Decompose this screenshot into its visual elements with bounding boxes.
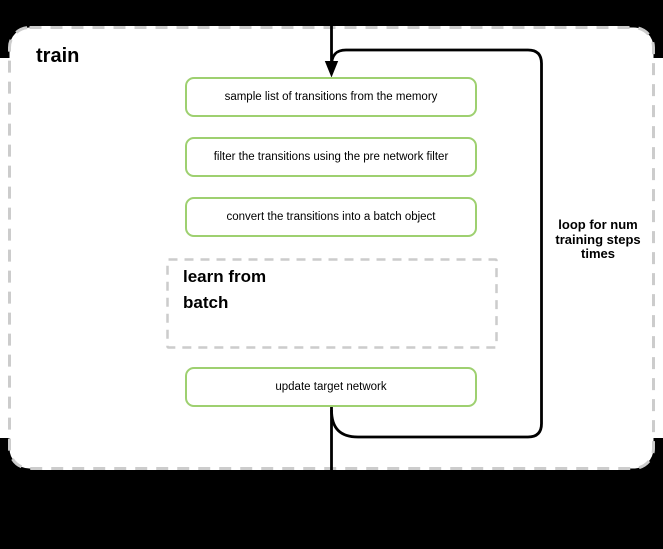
subprocess-label-learn-from-batch: learn from batch bbox=[183, 267, 267, 312]
step-label: update target network bbox=[275, 381, 387, 393]
corner-notch-top-right bbox=[625, 26, 663, 58]
step-label: filter the transitions using the pre net… bbox=[213, 151, 449, 163]
step-label: sample list of transitions from the memo… bbox=[224, 91, 438, 103]
step-box-sample-transitions: sample list of transitions from the memo… bbox=[185, 77, 477, 117]
step-box-convert-batch: convert the transitions into a batch obj… bbox=[185, 197, 477, 237]
loop-annotation-label: loop for num training steps times bbox=[555, 217, 641, 261]
train-group-label: train bbox=[36, 45, 80, 67]
corner-notch-bottom-right bbox=[625, 438, 663, 470]
entry-arrowhead-icon bbox=[324, 61, 339, 78]
step-box-filter-transitions: filter the transitions using the pre net… bbox=[185, 137, 477, 177]
step-label: convert the transitions into a batch obj… bbox=[226, 211, 436, 223]
corner-notch-bottom-left bbox=[0, 438, 38, 470]
bottom-letterbox bbox=[0, 470, 663, 549]
step-box-update-target-network: update target network bbox=[185, 367, 477, 407]
top-letterbox bbox=[0, 0, 663, 26]
corner-notch-top-left bbox=[0, 26, 38, 58]
